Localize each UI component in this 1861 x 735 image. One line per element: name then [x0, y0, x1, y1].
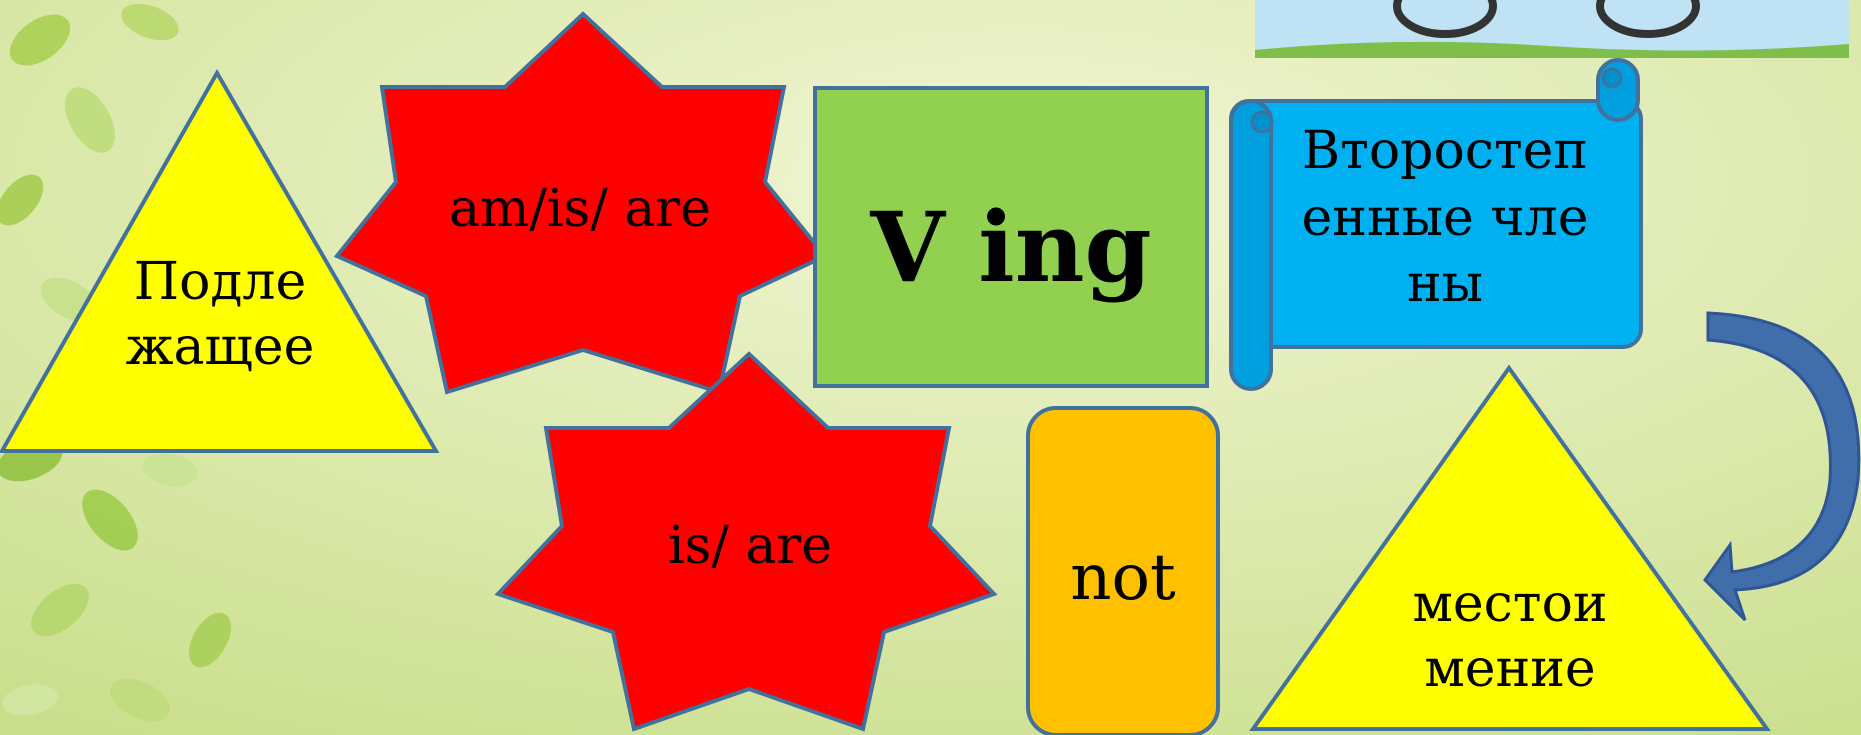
auxiliary-star-bottom: [494, 351, 998, 732]
bicycle-picture: [1255, 0, 1849, 58]
pronoun-label: местоимение: [1412, 574, 1608, 699]
pronoun-triangle: [1249, 364, 1771, 731]
auxiliary-star-top: [333, 11, 829, 395]
ving-label: V ing: [870, 191, 1152, 304]
subject-label: Подлежащее: [125, 252, 315, 377]
secondary-scroll: [1229, 58, 1643, 391]
subject-triangle: [0, 68, 440, 453]
not-box: [1026, 406, 1220, 735]
auxiliary-bottom-label: is/ are: [668, 516, 832, 576]
ving-box: [813, 86, 1209, 388]
secondary-members-label: Второстепенные члены: [1301, 121, 1589, 315]
not-label: not: [1070, 541, 1176, 615]
auxiliary-top-label: am/is/ are: [449, 179, 711, 239]
curved-arrow: [1703, 311, 1861, 622]
